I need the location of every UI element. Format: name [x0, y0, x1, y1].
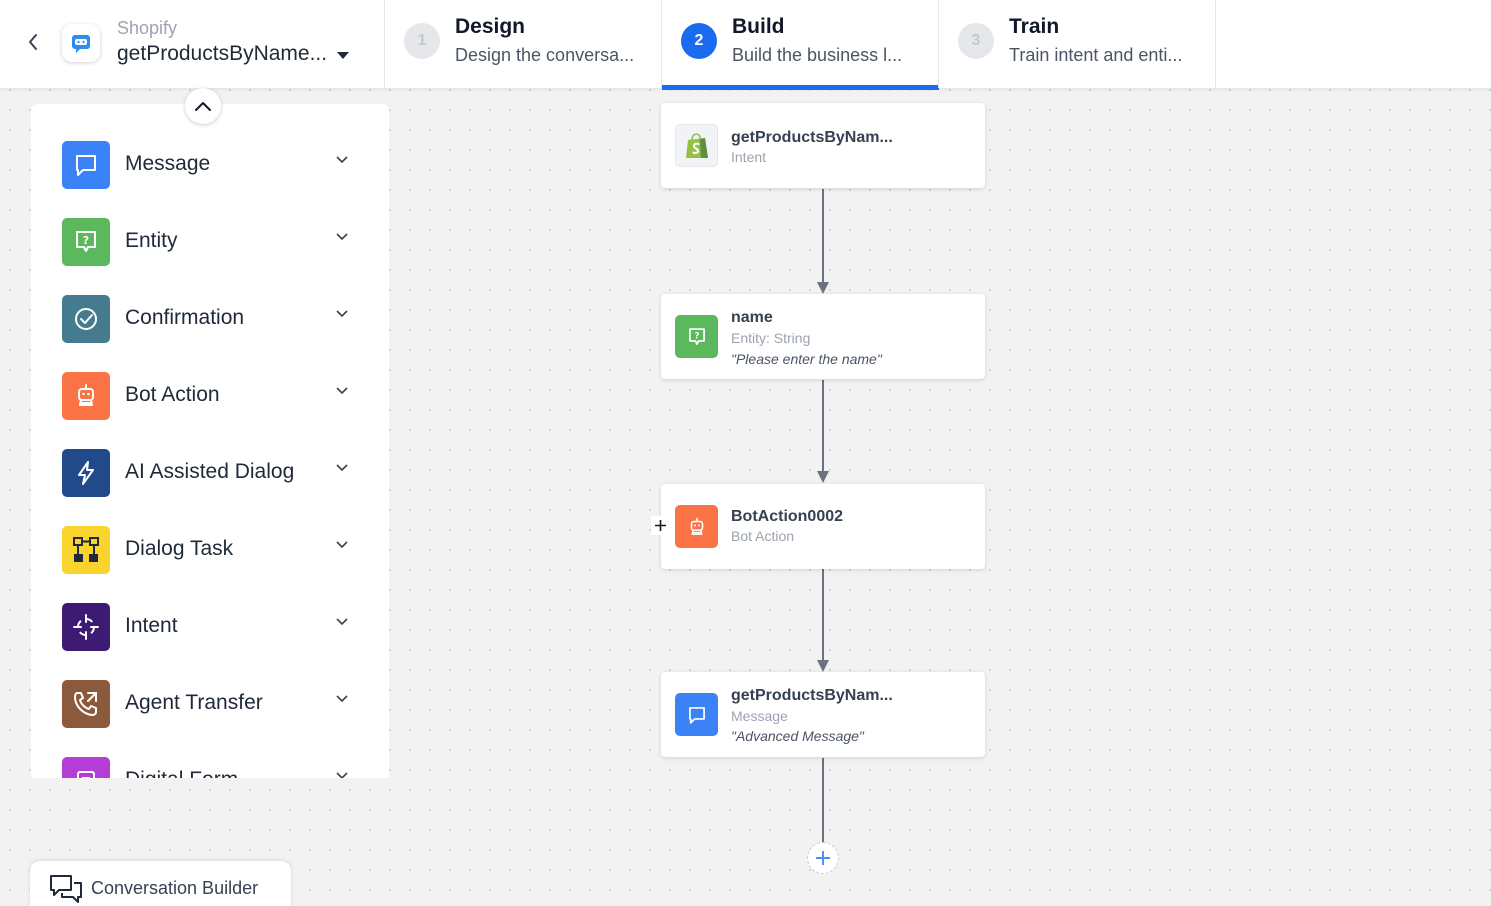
question-bubble-icon: ? [675, 315, 718, 358]
active-step-underline [662, 85, 939, 90]
step-number: 2 [681, 23, 717, 59]
node-type: Message [731, 708, 788, 724]
back-button[interactable] [20, 29, 46, 55]
palette-item-label: Agent Transfer [125, 691, 263, 714]
conversation-builder-label: Conversation Builder [91, 878, 259, 898]
robot-icon [62, 372, 110, 420]
plus-icon [816, 851, 830, 865]
step-title: Build [732, 15, 785, 38]
node-title: getProductsByNam... [731, 129, 893, 146]
palette-item-digital-form[interactable]: Digital Form [31, 750, 389, 778]
dialog-selector[interactable]: getProductsByName... [117, 41, 350, 67]
palette-item-label: Entity [125, 229, 178, 252]
node-type: Entity: String [731, 330, 811, 346]
step-description: Design the conversa... [455, 45, 635, 65]
lightning-icon [62, 449, 110, 497]
palette-item-entity[interactable]: ? Entity [31, 211, 389, 288]
palette-item-agent-transfer[interactable]: Agent Transfer [31, 673, 389, 750]
step-title: Design [455, 15, 526, 38]
palette-item-label: Message [125, 152, 211, 175]
chevron-down-icon [336, 541, 348, 549]
divider [938, 0, 939, 88]
chat-bubble-icon [675, 693, 718, 736]
palette-item-ai-assisted-dialog[interactable]: AI Assisted Dialog [31, 442, 389, 519]
step-build[interactable]: 2 Build Build the business l... [662, 0, 939, 90]
palette-item-dialog-task[interactable]: Dialog Task [31, 519, 389, 596]
conversation-builder-tab[interactable]: Conversation Builder [30, 861, 291, 906]
chevron-up-icon [195, 102, 211, 111]
add-node-button[interactable] [807, 842, 839, 874]
chat-bubble-icon [62, 141, 110, 189]
question-bubble-icon: ? [62, 218, 110, 266]
chevron-down-icon [336, 618, 348, 626]
arrow-head [817, 282, 829, 294]
top-bar: Shopify getProductsByName... 1 Design De… [0, 0, 1491, 90]
step-description: Build the business l... [732, 45, 903, 65]
step-number: 3 [958, 23, 994, 59]
palette-item-label: Confirmation [125, 306, 245, 329]
step-train[interactable]: 3 Train Train intent and enti... [939, 0, 1216, 89]
step-design[interactable]: 1 Design Design the conversa... [385, 0, 662, 89]
chevron-down-icon [336, 772, 348, 778]
divider [1215, 0, 1216, 88]
node-entity[interactable]: ? name Entity: String "Please enter the … [661, 294, 985, 379]
target-icon [62, 603, 110, 651]
chevron-down-icon [336, 695, 348, 703]
robot-icon [675, 505, 718, 548]
svg-text:?: ? [83, 234, 89, 247]
node-type: Intent [731, 149, 767, 165]
node-prompt: "Advanced Message" [731, 728, 864, 744]
node-title: name [731, 309, 773, 326]
plus-icon [655, 520, 666, 531]
node-type: Bot Action [731, 528, 795, 544]
form-icon [62, 757, 110, 778]
bot-app-icon [72, 35, 90, 53]
divider [384, 0, 385, 88]
palette-item-intent[interactable]: Intent [31, 596, 389, 673]
step-description: Train intent and enti... [1009, 45, 1183, 65]
palette-item-label: AI Assisted Dialog [125, 460, 295, 483]
phone-transfer-icon [62, 680, 110, 728]
chevron-down-icon [336, 310, 348, 318]
chevron-down-icon [336, 464, 348, 472]
dialog-name: getProductsByName... [117, 42, 328, 65]
node-message[interactable]: getProductsByNam... Message "Advanced Me… [661, 672, 985, 757]
palette-item-label: Bot Action [125, 383, 220, 406]
collapse-palette-button[interactable] [185, 88, 221, 124]
palette-item-bot-action[interactable]: Bot Action [31, 365, 389, 442]
chevron-down-icon [336, 156, 348, 164]
app-icon [62, 24, 100, 62]
node-prompt: "Please enter the name" [731, 351, 882, 367]
palette-item-label: Dialog Task [125, 537, 234, 560]
chevron-left-icon [29, 34, 37, 50]
palette-item-confirmation[interactable]: Confirmation [31, 288, 389, 365]
node-bot-action[interactable]: BotAction0002 Bot Action [661, 484, 985, 569]
chevron-down-icon [336, 233, 348, 241]
flow-icon [62, 526, 110, 574]
divider [661, 0, 662, 88]
arrow-head [817, 660, 829, 672]
node-palette: Message ? Entity Confirmation Bot Action… [31, 104, 389, 778]
node-title: BotAction0002 [731, 508, 844, 525]
conversation-icon [50, 875, 82, 903]
app-selector: Shopify getProductsByName... [117, 17, 350, 67]
shopify-bag-icon [675, 124, 718, 167]
palette-item-label: Intent [125, 614, 178, 637]
node-title: getProductsByNam... [731, 687, 893, 704]
svg-text:?: ? [694, 331, 699, 341]
chevron-down-icon [336, 387, 348, 395]
step-number: 1 [404, 23, 440, 59]
caret-down-icon [337, 52, 350, 59]
step-title: Train [1009, 15, 1060, 38]
add-branch-button[interactable] [651, 516, 670, 535]
arrow-head [817, 471, 829, 483]
check-circle-icon [62, 295, 110, 343]
palette-item-message[interactable]: Message [31, 134, 389, 211]
node-intent[interactable]: getProductsByNam... Intent [661, 103, 985, 188]
palette-item-label: Digital Form [125, 768, 238, 778]
app-label: Shopify [117, 18, 178, 38]
